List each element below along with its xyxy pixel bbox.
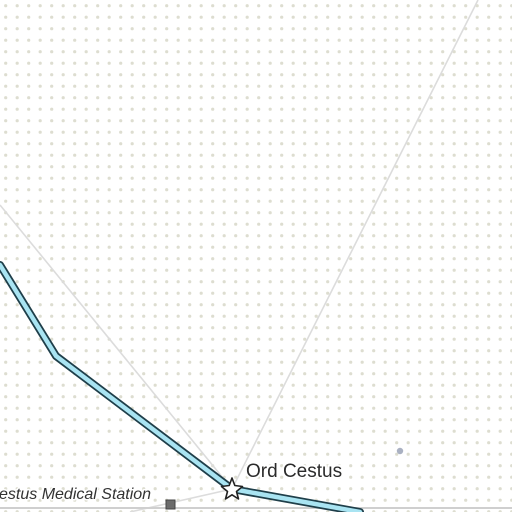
poi-label[interactable]: estus Medical Station <box>0 485 153 505</box>
road-northwest <box>0 204 233 490</box>
dot-icon <box>396 447 404 455</box>
road-northeast <box>231 0 479 490</box>
route-fill <box>0 262 363 512</box>
square-icon[interactable] <box>165 499 176 510</box>
star-icon[interactable] <box>220 477 244 500</box>
highlighted-route <box>0 261 364 512</box>
city-label[interactable]: Ord Cestus <box>244 459 344 484</box>
